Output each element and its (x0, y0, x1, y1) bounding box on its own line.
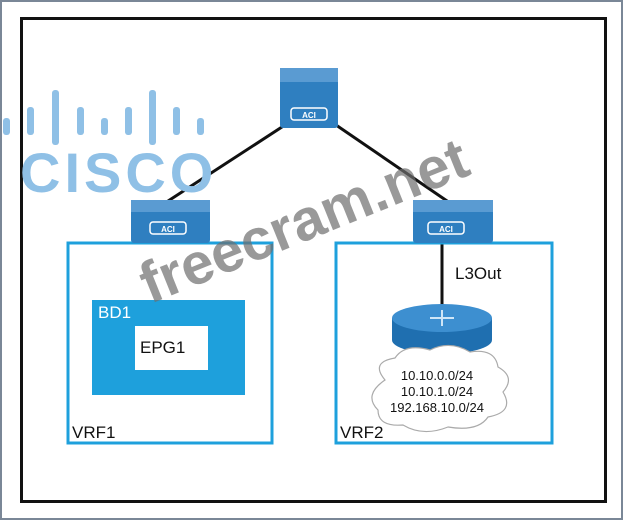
link-spine-leaf2 (335, 123, 451, 205)
spine-switch-icon (280, 68, 338, 128)
l3out-label: L3Out (455, 264, 502, 283)
epg1-box (135, 326, 208, 370)
spine-aci-label: ACI (302, 111, 316, 120)
link-spine-leaf1 (164, 123, 286, 205)
leaf2-switch-icon (413, 200, 493, 243)
epg1-label: EPG1 (140, 338, 186, 357)
network-item: 192.168.10.0/24 (390, 400, 484, 415)
network-cloud-icon (371, 344, 509, 433)
network-item: 10.10.1.0/24 (400, 384, 474, 399)
network-item: 10.10.0.0/24 (400, 368, 474, 383)
bd1-label: BD1 (98, 303, 132, 322)
vrf1-label: VRF1 (72, 423, 116, 442)
diagram-border (20, 17, 607, 503)
leaf1-switch-icon (131, 200, 210, 243)
cisco-logo-text: CISCO (20, 141, 218, 204)
network-list: 10.10.0.0/24 10.10.1.0/24 192.168.10.0/2… (372, 368, 502, 416)
router-icon (392, 304, 492, 354)
cisco-logo-icon (3, 90, 204, 145)
leaf1-aci-label: ACI (161, 225, 175, 234)
vrf2-label: VRF2 (340, 423, 384, 442)
leaf2-aci-label: ACI (439, 225, 453, 234)
